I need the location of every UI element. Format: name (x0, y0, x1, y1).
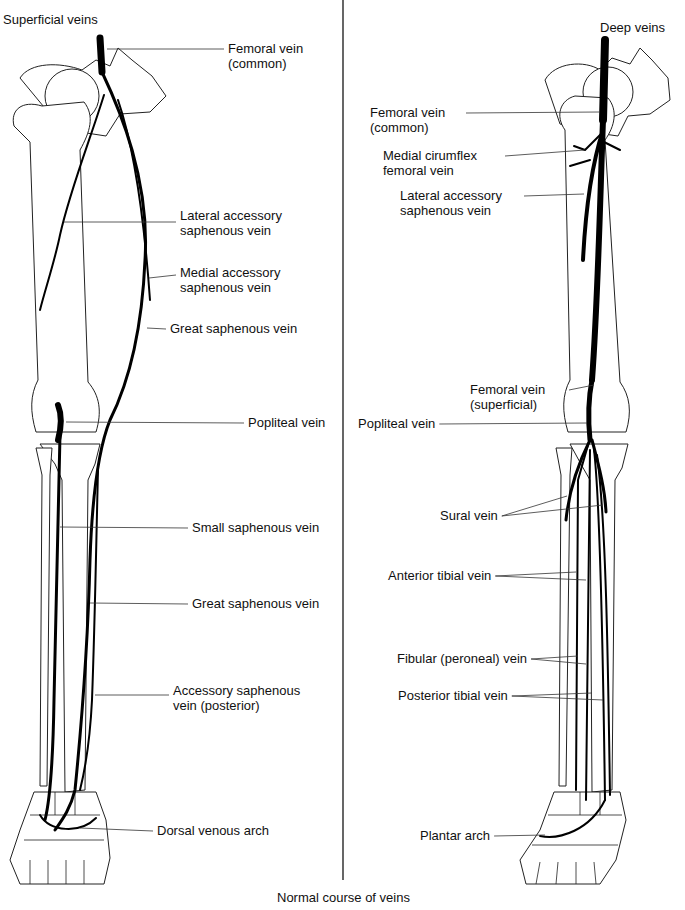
vein-label: Accessory saphenous vein (posterior) (173, 683, 313, 713)
panel-divider (342, 0, 343, 880)
vein-label: Dorsal venous arch (157, 823, 269, 838)
leader-line (60, 527, 188, 528)
vein-label: Popliteal vein (248, 415, 325, 430)
leader-line (66, 422, 244, 423)
leader-line (64, 222, 176, 223)
panel-heading: Deep veins (600, 20, 665, 35)
figure-caption: Normal course of veins (277, 890, 410, 905)
leader-line (107, 49, 224, 50)
leader-line (494, 835, 545, 836)
vein-label: Femoral vein (superficial) (470, 382, 565, 412)
leader-line (531, 656, 578, 659)
vein-label: Medial accessory saphenous vein (180, 265, 310, 295)
vein-label: Sural vein (440, 508, 498, 523)
vein-label: Medial cirumflex femoral vein (383, 148, 501, 178)
leader-line (495, 576, 586, 580)
leader-line (90, 603, 188, 604)
vein-label: Great saphenous vein (170, 321, 297, 336)
vein-label: Great saphenous vein (192, 596, 319, 611)
leader-line (569, 385, 594, 390)
leader-line (524, 194, 584, 196)
vein-label: Femoral vein (common) (370, 105, 462, 135)
vein-label: Plantar arch (420, 828, 490, 843)
vein-label: Popliteal vein (358, 416, 435, 431)
vein-label: Anterior tibial vein (388, 568, 491, 583)
leader-line (466, 112, 599, 113)
leader-line (439, 423, 587, 424)
leader-line (531, 659, 586, 664)
leader-line (512, 693, 592, 696)
vein-label: Fibular (peroneal) vein (397, 651, 527, 666)
leader-line (512, 696, 603, 700)
leader-line (147, 328, 166, 329)
vein-label: Femoral vein (common) (228, 41, 320, 71)
superficial-leg (10, 38, 166, 884)
leader-line (505, 150, 585, 156)
leader-line (95, 695, 169, 696)
leader-line (502, 496, 567, 516)
vein-label: Posterior tibial vein (398, 688, 508, 703)
vein-label: Lateral accessory saphenous vein (180, 208, 310, 238)
deep-leg (520, 40, 670, 884)
leader-line (495, 572, 576, 576)
leader-line (80, 828, 153, 831)
vein-label: Small saphenous vein (192, 520, 319, 535)
leader-line (149, 275, 176, 278)
panel-heading: Superficial veins (3, 12, 98, 27)
leader-line (502, 505, 603, 516)
vein-label: Lateral accessory saphenous vein (400, 188, 520, 218)
